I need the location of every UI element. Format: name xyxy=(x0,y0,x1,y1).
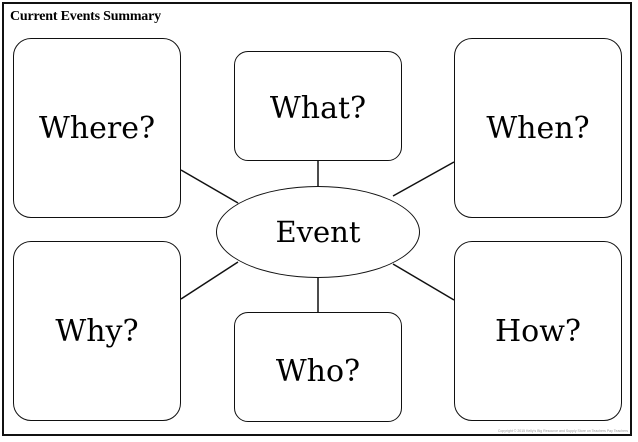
where-label: Where? xyxy=(38,110,156,146)
what-label: What? xyxy=(269,90,367,126)
when-box: When? xyxy=(454,38,622,218)
who-label: Who? xyxy=(275,353,361,389)
how-label: How? xyxy=(495,313,581,349)
event-ellipse: Event xyxy=(216,186,420,278)
why-label: Why? xyxy=(55,313,139,349)
who-box: Who? xyxy=(234,312,402,422)
copyright-note: Copyright © 2015 Kelly's Big Resource an… xyxy=(497,429,628,433)
where-box: Where? xyxy=(13,38,181,218)
page-title: Current Events Summary xyxy=(10,9,161,24)
what-box: What? xyxy=(234,51,402,161)
how-box: How? xyxy=(454,241,622,421)
event-label: Event xyxy=(275,215,361,249)
when-label: When? xyxy=(486,110,590,146)
why-box: Why? xyxy=(13,241,181,421)
